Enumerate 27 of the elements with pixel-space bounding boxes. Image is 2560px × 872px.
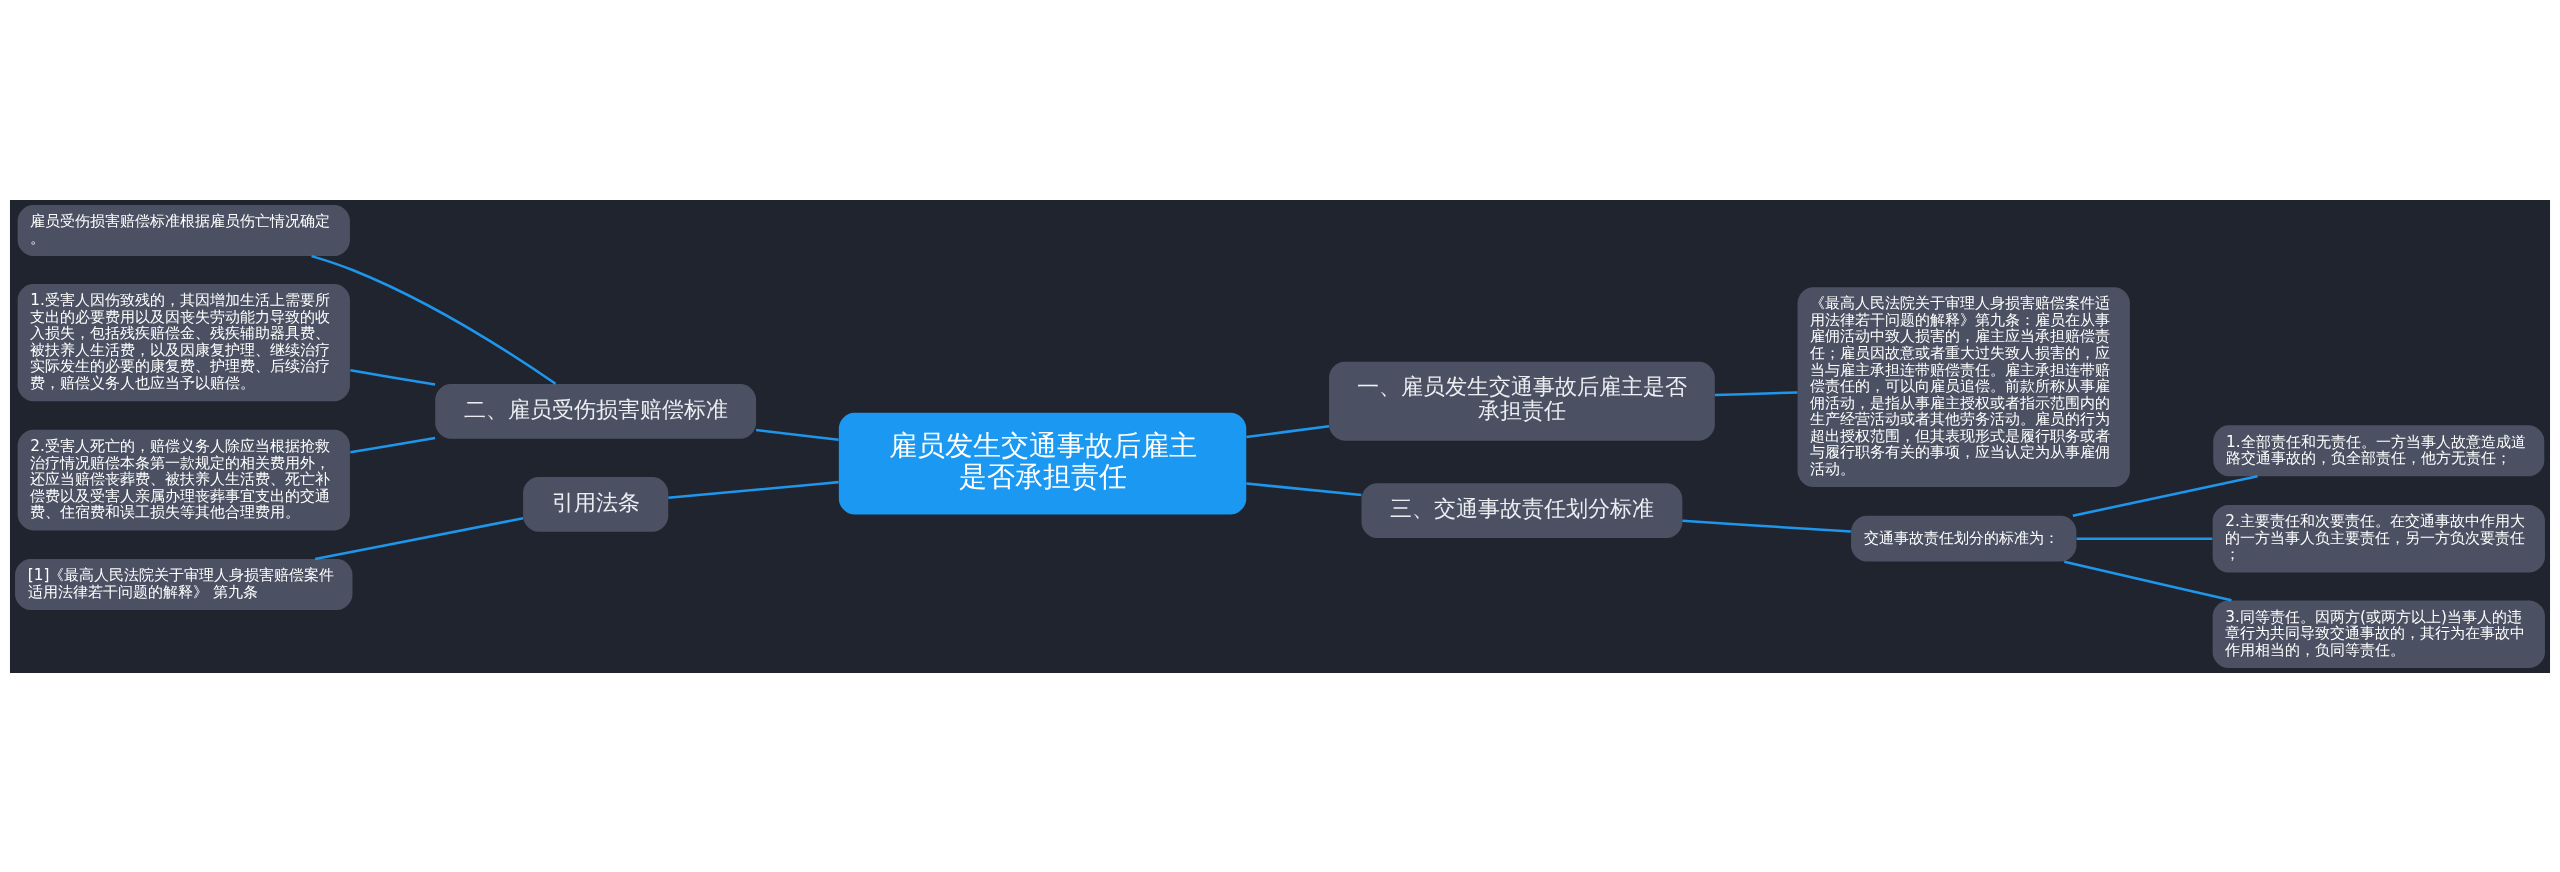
node-box: 3.同等责任。因两方(或两方以上)当事人的违章行为共同导致交通事故的，其行为在事故中作用相当的，负同等责任。	[2212, 599, 2545, 668]
connector	[668, 480, 839, 499]
node-box: 雇员发生交通事故后雇主是否承担责任	[838, 412, 1247, 514]
node-box: 二、雇员受伤损害赔偿标准	[435, 383, 757, 439]
connector	[311, 254, 557, 385]
node-box: 雇员受伤损害赔偿标准根据雇员伤亡情况确定。	[17, 204, 350, 256]
connector	[755, 428, 839, 441]
connector	[2076, 536, 2213, 540]
connector	[314, 516, 524, 560]
node-box: 一、雇员发生交通事故后雇主是否承担责任	[1329, 361, 1715, 441]
node-box: 1.受害人因伤致残的，其因增加生活上需要所支出的必要费用以及因丧失劳动能力导致的收入损失，包括残疾赔偿金、残疾辅助器具费、被扶养人生活费，以及因康复护理、继续治疗实际发生的必要的康复费、护理费、后续治疗费，赔偿义务人也应当予以赔偿。	[17, 283, 350, 401]
node-box: 2.主要责任和次要责任。在交通事故中作用大的一方当事人负主要责任，另一方负次要责任；	[2212, 504, 2545, 572]
connector	[1682, 519, 1851, 533]
connector	[350, 436, 436, 454]
connector	[1246, 424, 1330, 438]
node-box: [1]《最高人民法院关于审理人身损害赔偿案件适用法律若干问题的解释》 第九条	[15, 558, 353, 610]
node-box: 《最高人民法院关于审理人身损害赔偿案件适用法律若干问题的解释》第九条：雇员在从事雇佣活动中致人损害的，雇主应当承担赔偿责任；雇员因故意或者重大过失致人损害的，应当与雇主承担连带赔偿责任。雇主承担连带赔偿责任的，可以向雇员追偿。前款所称从事雇佣活动，是指从事雇主授权或者指示范围内的生产经营活动或者其他劳务活动。雇员的行为超出授权范围，但其表现形式是履行职务或者与履行职务有关的事项，应当认定为从事雇佣活动。	[1797, 286, 2130, 487]
node-box: 交通事故责任划分的标准为：	[1851, 515, 2077, 562]
node-box: 引用法条	[523, 476, 669, 532]
node-box: 三、交通事故责任划分标准	[1361, 482, 1683, 538]
connector	[1714, 390, 1798, 396]
node-box: 1.全部责任和无责任。一方当事人故意造成道路交通事故的，负全部责任，他方无责任；	[2213, 424, 2545, 476]
connector	[350, 368, 436, 386]
connector	[1246, 481, 1362, 496]
connector	[2072, 474, 2258, 517]
node-box: 2.受害人死亡的，赔偿义务人除应当根据抢救治疗情况赔偿本条第一款规定的相关费用外，还应当赔偿丧葬费、被扶养人生活费、死亡补偿费以及受害人亲属办理丧葬事宜支出的交通费、住宿费和误工损失等其他合理费用。	[17, 429, 350, 530]
connector	[2064, 559, 2232, 602]
